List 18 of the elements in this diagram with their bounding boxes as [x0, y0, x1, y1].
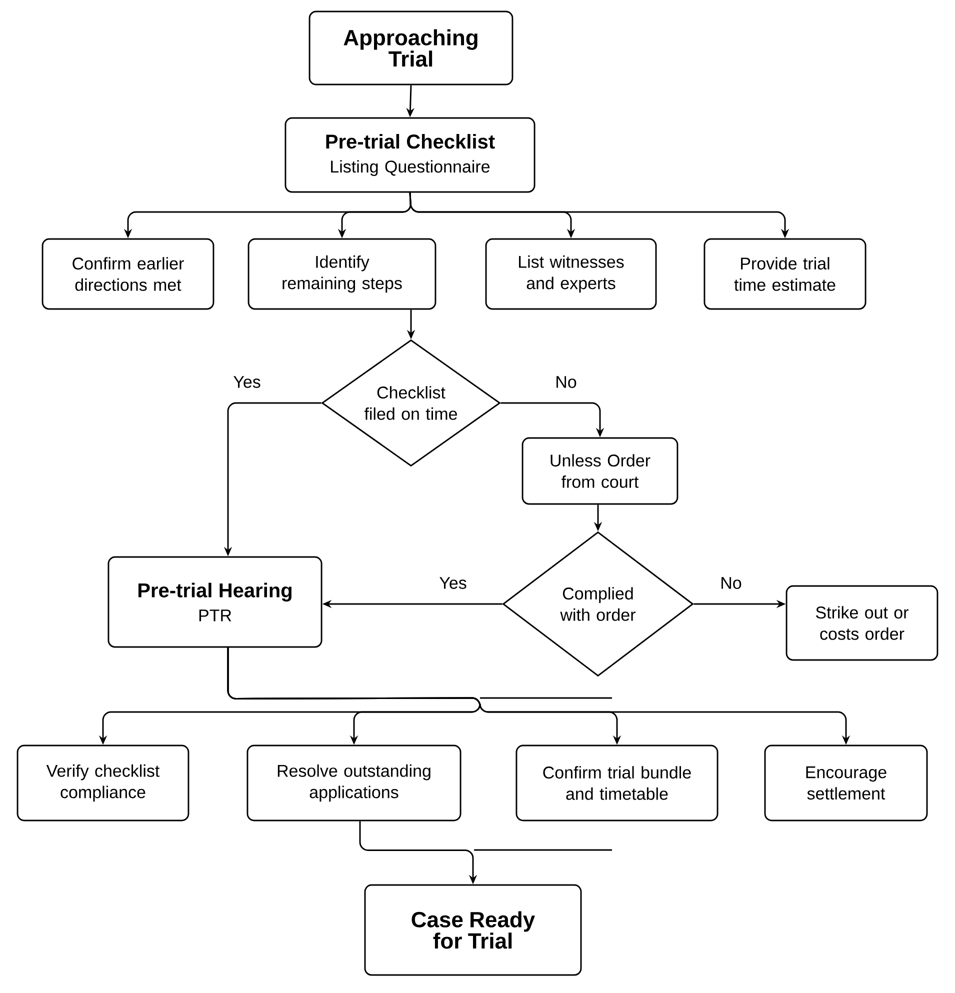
edge-label: Yes [232, 374, 262, 390]
edge-label: No [554, 374, 578, 390]
process-box: List witnesses and experts [485, 238, 657, 310]
process-box: Approaching Trial [308, 10, 514, 86]
process-box: Confirm earlier directions met [42, 238, 214, 310]
edge-label: No [718, 576, 744, 590]
process-box: Verify checklist compliance [16, 744, 190, 822]
process-box: Pre-trial Checklist Listing Questionnaire [284, 117, 536, 193]
process-box: Encourage settlement [764, 744, 928, 822]
process-box: Confirm trial bundle and timetable [516, 744, 718, 822]
process-box: Provide trial time estimate [704, 238, 866, 310]
process-box: Pre-trial Hearing PTR [108, 556, 322, 648]
process-box: Unless Order from court [522, 437, 678, 505]
process-box: Identify remaining steps [248, 238, 436, 310]
process-box: Strike out or costs order [786, 585, 938, 661]
edge-label: Yes [438, 576, 468, 590]
process-box: Case Ready for Trial [364, 884, 582, 976]
process-box: Resolve outstanding applications [246, 744, 462, 822]
